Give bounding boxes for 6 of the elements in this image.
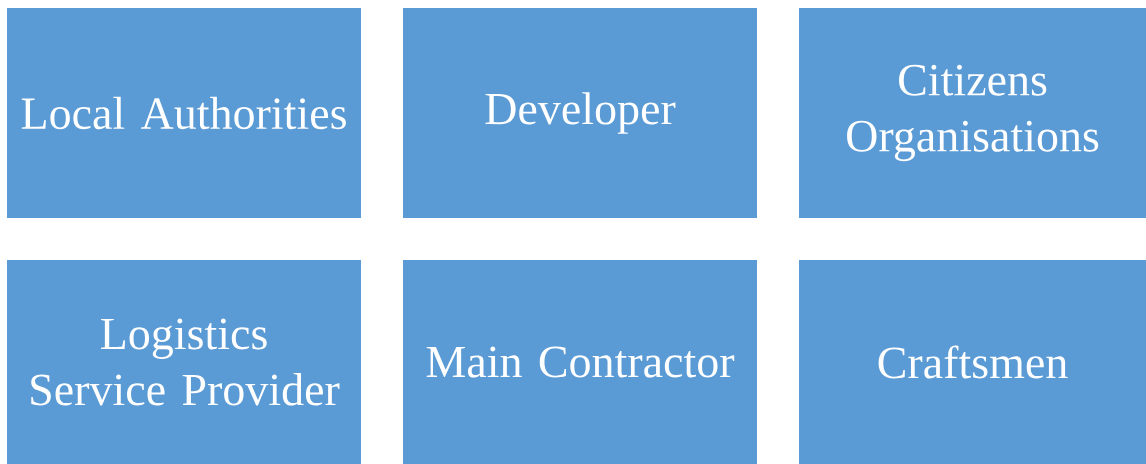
process-box: Developer	[403, 8, 757, 218]
process-box: Logistics Service Provider	[7, 260, 361, 464]
process-box: Craftsmen	[799, 260, 1146, 464]
process-box: Main Contractor	[403, 260, 757, 464]
process-box: Citizens Organisations	[799, 8, 1146, 218]
process-box: Local Authorities	[7, 8, 361, 218]
